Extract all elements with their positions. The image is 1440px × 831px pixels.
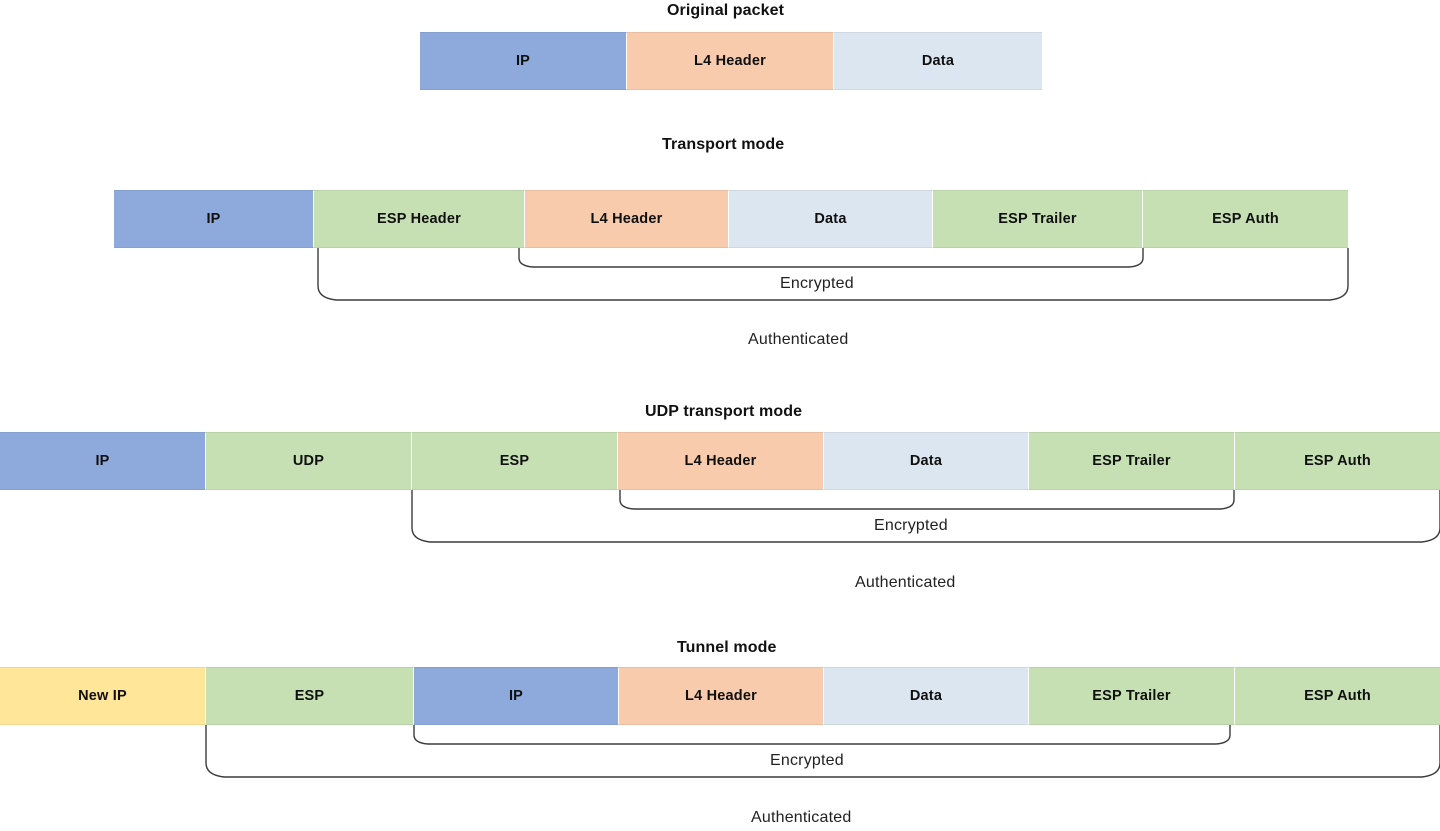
packet-row-original: IP L4 Header Data bbox=[420, 32, 1042, 90]
field-transport-esp-auth: ESP Auth bbox=[1143, 190, 1348, 248]
field-udp-esp-auth: ESP Auth bbox=[1235, 432, 1440, 490]
title-original-packet: Original packet bbox=[667, 2, 785, 19]
packet-row-transport: IP ESP Header L4 Header Data ESP Trailer… bbox=[114, 190, 1348, 248]
field-transport-esp-trailer: ESP Trailer bbox=[933, 190, 1143, 248]
field-tunnel-esp: ESP bbox=[206, 667, 414, 725]
brace-tunnel-encrypted bbox=[413, 725, 1231, 745]
field-original-ip: IP bbox=[420, 32, 627, 90]
field-tunnel-ip: IP bbox=[414, 667, 619, 725]
field-tunnel-esp-auth: ESP Auth bbox=[1235, 667, 1440, 725]
field-udp-udp: UDP bbox=[206, 432, 412, 490]
brace-transport-encrypted bbox=[518, 248, 1144, 268]
brace-udp-encrypted bbox=[619, 490, 1235, 510]
field-udp-data: Data bbox=[824, 432, 1029, 490]
field-transport-data: Data bbox=[729, 190, 933, 248]
label-tunnel-authenticated: Authenticated bbox=[751, 809, 852, 826]
brace-transport-authenticated bbox=[317, 248, 1349, 301]
title-transport-mode: Transport mode bbox=[662, 136, 785, 153]
label-transport-encrypted: Encrypted bbox=[780, 275, 854, 292]
field-udp-ip: IP bbox=[0, 432, 206, 490]
label-udp-encrypted: Encrypted bbox=[874, 517, 948, 534]
field-original-l4-header: L4 Header bbox=[627, 32, 834, 90]
field-transport-esp-header: ESP Header bbox=[314, 190, 525, 248]
field-tunnel-new-ip: New IP bbox=[0, 667, 206, 725]
field-udp-esp: ESP bbox=[412, 432, 618, 490]
brace-tunnel-authenticated bbox=[205, 725, 1440, 778]
brace-udp-authenticated bbox=[411, 490, 1440, 543]
packet-row-udp: IP UDP ESP L4 Header Data ESP Trailer ES… bbox=[0, 432, 1440, 490]
field-udp-l4-header: L4 Header bbox=[618, 432, 824, 490]
title-tunnel-mode: Tunnel mode bbox=[677, 639, 777, 656]
field-original-data: Data bbox=[834, 32, 1042, 90]
packet-row-tunnel: New IP ESP IP L4 Header Data ESP Trailer… bbox=[0, 667, 1440, 725]
label-udp-authenticated: Authenticated bbox=[855, 574, 956, 591]
field-transport-ip: IP bbox=[114, 190, 314, 248]
label-transport-authenticated: Authenticated bbox=[748, 331, 849, 348]
field-tunnel-data: Data bbox=[824, 667, 1029, 725]
title-udp-transport-mode: UDP transport mode bbox=[645, 403, 803, 420]
label-tunnel-encrypted: Encrypted bbox=[770, 752, 844, 769]
field-transport-l4-header: L4 Header bbox=[525, 190, 729, 248]
field-tunnel-esp-trailer: ESP Trailer bbox=[1029, 667, 1235, 725]
field-tunnel-l4-header: L4 Header bbox=[619, 667, 824, 725]
field-udp-esp-trailer: ESP Trailer bbox=[1029, 432, 1235, 490]
